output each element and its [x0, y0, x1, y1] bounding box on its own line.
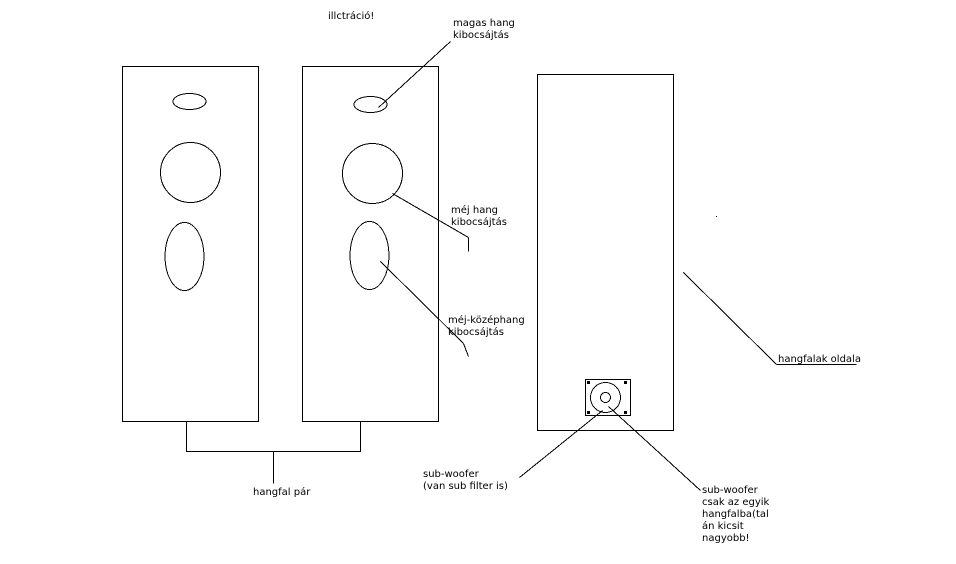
pair-connector	[186, 421, 361, 452]
tweeter-label-line: kibocsájtás	[453, 30, 509, 41]
sub-right-label: sub-woofer csak az egyik hangfalba(tal á…	[702, 485, 769, 545]
sub-screw-tl	[587, 381, 590, 384]
tweeter-label-line: magas hang	[453, 18, 515, 29]
tweeter-label: magas hang kibocsájtás	[453, 18, 515, 42]
side-label-line: hangfalak oldala	[778, 354, 861, 365]
pair-label: hangfal pár	[253, 487, 310, 499]
subwoofer-dustcap	[600, 392, 611, 403]
pair-label-line: hangfal pár	[253, 487, 311, 498]
midwoofer-leader-tick	[463, 343, 469, 357]
sub-screw-bl	[587, 411, 590, 414]
woofer-leader	[392, 193, 469, 238]
left-tweeter	[172, 93, 207, 110]
woofer-label: méj hang kibocsájtás	[451, 205, 507, 229]
sub-screw-br	[624, 411, 627, 414]
right-woofer	[342, 143, 403, 204]
sub-right-label-line: án kicsit	[702, 521, 744, 532]
sub-right-label-line: csak az egyik	[702, 497, 770, 508]
woofer-label-line: méj hang	[451, 205, 499, 216]
left-midwoofer	[164, 222, 205, 291]
side-view-cabinet	[537, 74, 674, 431]
sub-left-label-line: sub-woofer	[423, 469, 479, 480]
sub-left-leader	[519, 410, 603, 478]
sub-left-label: sub-woofer (van sub filter is)	[423, 469, 508, 493]
subwoofer-cone	[590, 382, 621, 413]
sub-right-label-line: hangfalba(tal	[702, 509, 769, 520]
sub-right-label-line: nagyobb!	[702, 533, 750, 544]
left-woofer	[160, 142, 221, 203]
midwoofer-leader	[380, 261, 464, 344]
page-title: illctráció!	[328, 11, 375, 22]
midwoofer-label: méj-középhang kibocsájtás	[448, 315, 525, 339]
right-speaker-cabinet	[302, 66, 439, 422]
stray-dot	[716, 216, 717, 217]
midwoofer-label-line: méj-középhang	[448, 315, 525, 326]
sub-right-label-line: sub-woofer	[702, 485, 758, 496]
subwoofer-frame	[585, 379, 631, 416]
midwoofer-label-line: kibocsájtás	[448, 327, 504, 338]
sub-screw-tr	[624, 381, 627, 384]
right-tweeter	[353, 96, 388, 113]
side-leader	[683, 272, 777, 365]
sub-right-leader	[608, 406, 701, 491]
side-label: hangfalak oldala	[778, 354, 861, 366]
left-speaker-cabinet	[122, 66, 259, 422]
right-midwoofer	[349, 221, 390, 290]
sub-left-label-line: (van sub filter is)	[423, 481, 508, 492]
woofer-label-line: kibocsájtás	[451, 217, 507, 228]
tweeter-leader	[378, 41, 451, 108]
